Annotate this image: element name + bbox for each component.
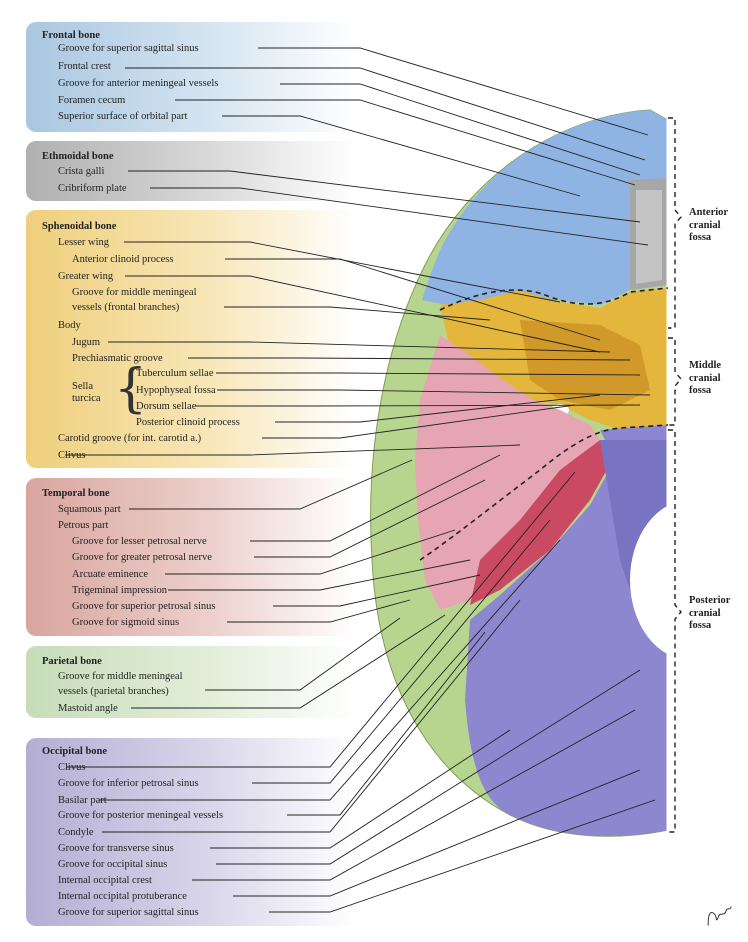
label-groove-middle-meningeal-parietal-2: vessels (parietal branches) xyxy=(58,686,169,697)
label-squamous-part: Squamous part xyxy=(58,504,121,515)
label-jugum: Jugum xyxy=(72,337,101,348)
sella-brace: { xyxy=(114,359,148,419)
label-crista-galli: Crista galli xyxy=(58,166,105,177)
label-groove-posterior-meningeal-vessels: Groove for posterior meningeal vessels xyxy=(58,810,224,821)
label-greater-wing: Greater wing xyxy=(58,271,114,282)
label-groove-sigmoid-sinus: Groove for sigmoid sinus xyxy=(72,617,180,628)
label-groove-greater-petrosal-nerve: Groove for greater petrosal nerve xyxy=(72,552,212,563)
label-mastoid-angle: Mastoid angle xyxy=(58,703,118,714)
label-prechiasmatic-groove: Prechiasmatic groove xyxy=(72,353,163,364)
label-clivus-sphenoid: Clivus xyxy=(58,450,86,461)
frontal-bone-panel xyxy=(26,22,356,132)
label-groove-anterior-meningeal-vessels: Groove for anterior meningeal vessels xyxy=(58,78,219,89)
label-groove-lesser-petrosal-nerve: Groove for lesser petrosal nerve xyxy=(72,536,207,547)
label-dorsum-sellae: Dorsum sellae xyxy=(136,401,197,412)
label-groove-middle-meningeal-frontal-1: Groove for middle meningeal xyxy=(72,287,197,298)
artist-signature xyxy=(701,900,739,933)
label-groove-superior-sagittal-sinus-frontal: Groove for superior sagittal sinus xyxy=(58,43,199,54)
label-clivus-occipital: Clivus xyxy=(58,762,86,773)
label-turcica: turcica xyxy=(72,393,101,404)
label-hypophyseal-fossa: Hypophyseal fossa xyxy=(136,385,216,396)
label-tuberculum-sellae: Tuberculum sellae xyxy=(136,368,214,379)
occipital-bone-heading: Occipital bone xyxy=(42,746,108,757)
ethmoidal-bone-heading: Ethmoidal bone xyxy=(42,151,114,162)
label-body: Body xyxy=(58,320,81,331)
label-posterior-clinoid-process: Posterior clinoid process xyxy=(136,417,240,428)
label-superior-surface-orbital-part: Superior surface of orbital part xyxy=(58,111,188,122)
label-lesser-wing: Lesser wing xyxy=(58,237,110,248)
label-anterior-clinoid-process: Anterior clinoid process xyxy=(72,254,174,265)
parietal-bone-panel xyxy=(26,646,356,718)
label-foramen-cecum: Foramen cecum xyxy=(58,95,126,106)
temporal-region xyxy=(415,335,600,610)
label-carotid-groove: Carotid groove (for int. carotid a.) xyxy=(58,433,202,444)
sphenoidal-bone-panel xyxy=(26,210,356,468)
label-condyle: Condyle xyxy=(58,827,94,838)
label-trigeminal-impression: Trigeminal impression xyxy=(72,585,167,596)
frontal-bone-heading: Frontal bone xyxy=(42,30,100,41)
label-cribriform-plate: Cribriform plate xyxy=(58,183,127,194)
label-groove-superior-petrosal-sinus: Groove for superior petrosal sinus xyxy=(72,601,216,612)
label-groove-middle-meningeal-frontal-2: vessels (frontal branches) xyxy=(72,302,180,313)
label-internal-occipital-crest: Internal occipital crest xyxy=(58,875,152,886)
label-groove-occipital-sinus: Groove for occipital sinus xyxy=(58,859,168,870)
label-frontal-crest: Frontal crest xyxy=(58,61,111,72)
temporal-bone-heading: Temporal bone xyxy=(42,488,110,499)
sphenoidal-bone-heading: Sphenoidal bone xyxy=(42,221,117,232)
leader-lines xyxy=(65,47,656,913)
label-arcuate-eminence: Arcuate eminence xyxy=(72,569,149,580)
parietal-bone-heading: Parietal bone xyxy=(42,656,102,667)
label-groove-inferior-petrosal-sinus: Groove for inferior petrosal sinus xyxy=(58,778,199,789)
label-groove-middle-meningeal-parietal-1: Groove for middle meningeal xyxy=(58,671,183,682)
label-sella: Sella xyxy=(72,381,93,392)
label-basilar-part: Basilar part xyxy=(58,795,107,806)
label-groove-superior-sagittal-sinus-occipital: Groove for superior sagittal sinus xyxy=(58,907,199,918)
label-petrous-part: Petrous part xyxy=(58,520,109,531)
label-groove-transverse-sinus: Groove for transverse sinus xyxy=(58,843,174,854)
label-internal-occipital-protuberance: Internal occipital protuberance xyxy=(58,891,187,902)
